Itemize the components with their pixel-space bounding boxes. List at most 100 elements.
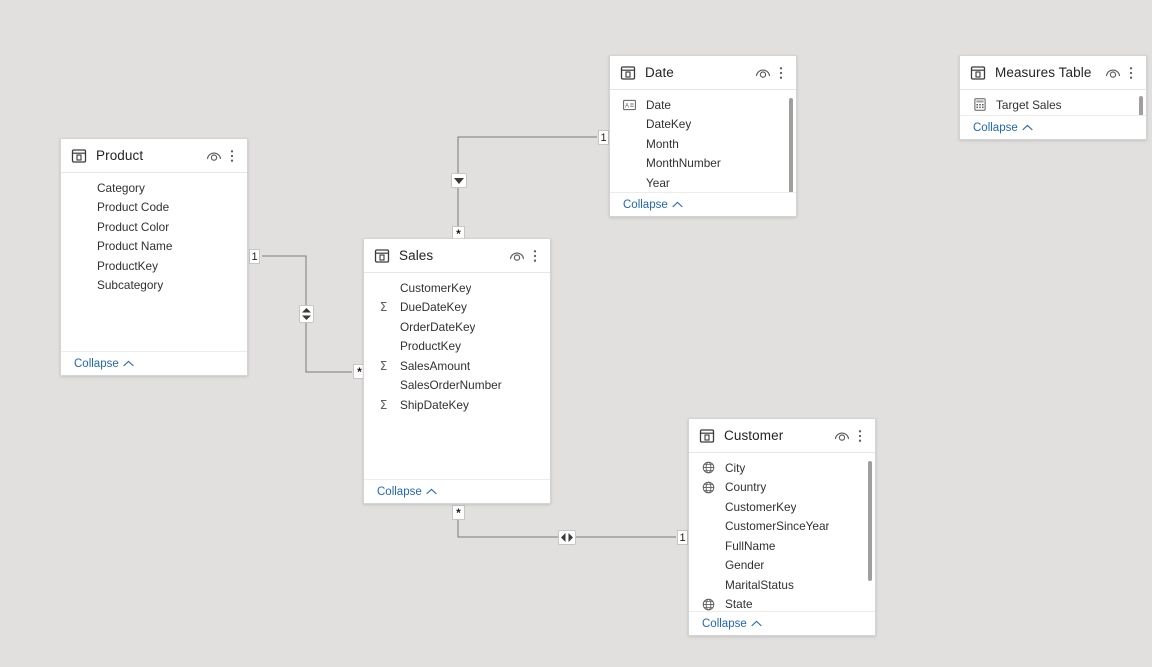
field-row[interactable]: DateKey	[610, 115, 796, 135]
field-name: CustomerKey	[725, 499, 797, 514]
vertical-scrollbar-customer[interactable]	[868, 461, 872, 581]
field-row[interactable]: MonthNumber	[610, 154, 796, 174]
table-header-date[interactable]: Date	[610, 56, 796, 90]
field-row[interactable]: CustomerKey	[364, 278, 550, 298]
field-row[interactable]: Month	[610, 134, 796, 154]
table-footer-date: Collapse	[610, 192, 796, 216]
eye-icon[interactable]	[508, 247, 526, 265]
field-name: ProductKey	[400, 339, 461, 354]
field-row[interactable]: ProductKey	[364, 337, 550, 357]
table-header-measures[interactable]: Measures Table	[960, 56, 1146, 90]
cross-filter-direction-icon-product-sales[interactable]	[299, 305, 314, 323]
globe-icon	[702, 481, 715, 494]
field-name: City	[725, 460, 746, 475]
field-name: DateKey	[646, 117, 692, 132]
field-row[interactable]: Year	[610, 173, 796, 192]
collapse-label: Collapse	[623, 198, 668, 211]
table-footer-product: Collapse	[61, 351, 247, 375]
field-row[interactable]: Category	[61, 178, 247, 198]
field-list-measures[interactable]: Target Sales	[960, 90, 1146, 115]
collapse-label: Collapse	[74, 357, 119, 370]
collapse-button-measures[interactable]: Collapse	[973, 122, 1033, 134]
field-name: Gender	[725, 558, 765, 573]
field-row[interactable]: FullName	[689, 536, 875, 556]
eye-icon[interactable]	[754, 64, 772, 82]
more-options-icon[interactable]	[774, 64, 788, 82]
collapse-label: Collapse	[377, 485, 422, 498]
field-row[interactable]: CustomerKey	[689, 497, 875, 517]
table-footer-customer: Collapse	[689, 611, 875, 635]
field-name: Product Code	[97, 200, 170, 215]
relationship-line-date-sales[interactable]	[457, 136, 597, 228]
chevron-up-icon	[426, 488, 437, 495]
field-row[interactable]: Target Sales	[960, 95, 1146, 115]
collapse-label: Collapse	[973, 121, 1018, 134]
table-icon	[374, 248, 390, 264]
eye-icon[interactable]	[1104, 64, 1122, 82]
svg-text:A: A	[625, 103, 629, 109]
table-header-customer[interactable]: Customer	[689, 419, 875, 453]
field-row[interactable]: City	[689, 458, 875, 478]
table-header-sales[interactable]: Sales	[364, 239, 550, 273]
collapse-button-product[interactable]: Collapse	[74, 358, 134, 370]
field-name: Category	[97, 180, 145, 195]
cross-filter-direction-icon-date-sales[interactable]	[451, 173, 467, 188]
cardinality-badge-sales-customer-0: *	[452, 505, 465, 520]
field-row[interactable]: Subcategory	[61, 276, 247, 296]
table-title-product: Product	[96, 148, 144, 163]
field-row[interactable]: State	[689, 595, 875, 611]
field-row[interactable]: OrderDateKey	[364, 317, 550, 337]
cardinality-badge-sales-customer-1: 1	[677, 530, 688, 545]
collapse-label: Collapse	[702, 617, 747, 630]
date-table-icon: A	[623, 98, 636, 111]
field-row[interactable]: ProductKey	[61, 256, 247, 276]
field-row[interactable]: A Date	[610, 95, 796, 115]
field-row[interactable]: CustomerSinceYear	[689, 517, 875, 537]
field-row[interactable]: Country	[689, 478, 875, 498]
collapse-button-customer[interactable]: Collapse	[702, 618, 762, 630]
field-row[interactable]: SalesOrderNumber	[364, 376, 550, 396]
more-options-icon[interactable]	[528, 247, 542, 265]
eye-icon[interactable]	[833, 427, 851, 445]
collapse-button-date[interactable]: Collapse	[623, 199, 683, 211]
chevron-up-icon	[751, 620, 762, 627]
vertical-scrollbar-measures[interactable]	[1139, 96, 1143, 115]
cardinality-badge-product-sales-0: 1	[249, 249, 260, 264]
field-row[interactable]: Gender	[689, 556, 875, 576]
field-name: DueDateKey	[400, 300, 467, 315]
chevron-up-icon	[1022, 124, 1033, 131]
field-name: SalesAmount	[400, 358, 471, 373]
globe-icon	[702, 461, 715, 474]
field-name: SalesOrderNumber	[400, 378, 502, 393]
field-row[interactable]: MaritalStatus	[689, 575, 875, 595]
eye-icon[interactable]	[205, 147, 223, 165]
field-name: Subcategory	[97, 278, 164, 293]
collapse-button-sales[interactable]: Collapse	[377, 486, 437, 498]
cardinality-badge-date-sales-0: 1	[598, 130, 609, 145]
table-icon	[620, 65, 636, 81]
field-row[interactable]: Product Name	[61, 237, 247, 257]
field-row[interactable]: Product Color	[61, 217, 247, 237]
field-name: Date	[646, 97, 671, 112]
cross-filter-direction-icon-sales-customer[interactable]	[558, 530, 576, 545]
more-options-icon[interactable]	[225, 147, 239, 165]
field-row[interactable]: Product Code	[61, 198, 247, 218]
more-options-icon[interactable]	[853, 427, 867, 445]
table-header-product[interactable]: Product	[61, 139, 247, 173]
more-options-icon[interactable]	[1124, 64, 1138, 82]
field-name: ShipDateKey	[400, 397, 469, 412]
vertical-scrollbar-date[interactable]	[789, 98, 793, 192]
